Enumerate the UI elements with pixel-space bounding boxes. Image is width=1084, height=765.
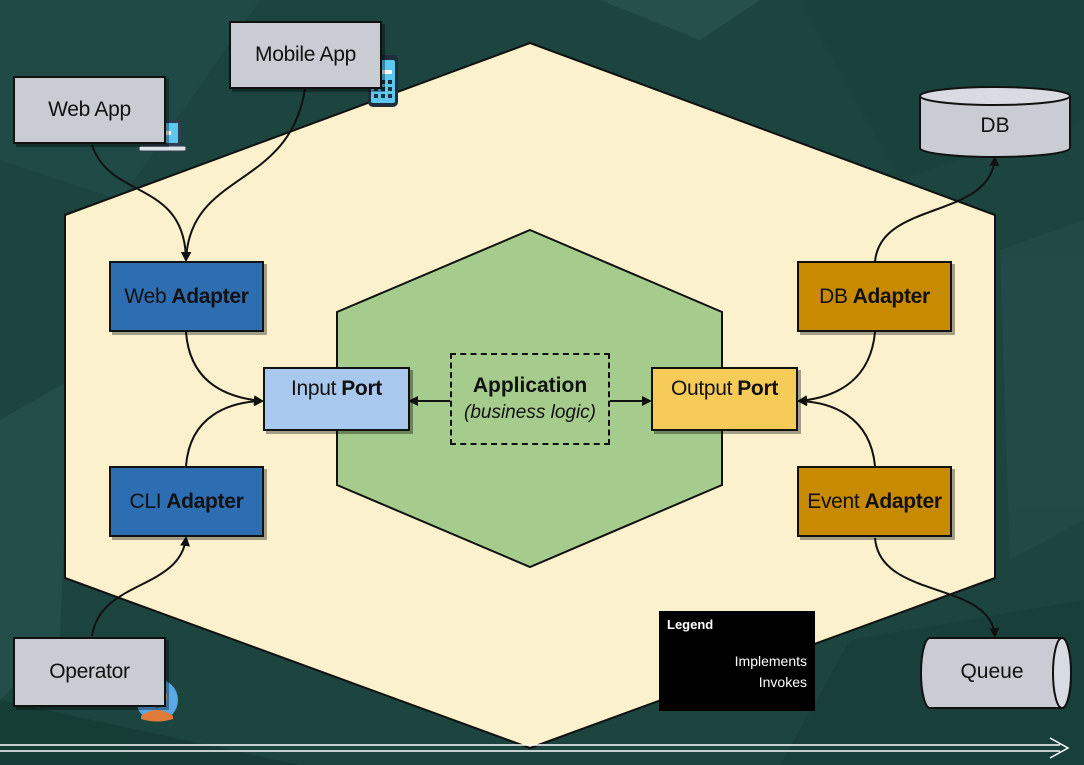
web-app-box[interactable]: Web App bbox=[13, 76, 166, 144]
application-subtitle: (business logic) bbox=[464, 402, 596, 423]
operator-box[interactable]: Operator bbox=[13, 637, 166, 707]
arrow-dbadapter-to-db bbox=[874, 156, 1000, 263]
web-adapter-suffix: Adapter bbox=[171, 284, 249, 308]
web-adapter-prefix: Web bbox=[124, 284, 167, 308]
application-box[interactable]: Application (business logic) bbox=[450, 353, 610, 445]
arrow-eventadapter-to-outputport bbox=[797, 396, 876, 467]
legend-title: Legend bbox=[667, 617, 714, 632]
event-adapter-suffix: Adapter bbox=[864, 489, 942, 513]
application-title: Application bbox=[472, 374, 588, 397]
arrow-cliadapter-to-inputport bbox=[185, 396, 264, 467]
web-app-label: Web App bbox=[48, 98, 131, 121]
legend-implements: Implements bbox=[734, 653, 807, 669]
cli-adapter-prefix: CLI bbox=[129, 489, 162, 513]
db-adapter-prefix: DB bbox=[819, 284, 848, 308]
mobile-app-box[interactable]: Mobile App bbox=[229, 21, 382, 89]
arrow-mobileapp-to-webadapter bbox=[181, 87, 306, 262]
arrow-operator-to-cliadapter bbox=[91, 536, 191, 637]
input-port-suffix: Port bbox=[341, 377, 383, 400]
input-port-prefix: Input bbox=[290, 377, 337, 400]
db-cylinder bbox=[919, 86, 1071, 158]
connectors bbox=[91, 87, 1000, 638]
arrow-dbadapter-to-outputport bbox=[797, 331, 876, 406]
queue-label: Queue bbox=[960, 660, 1024, 683]
cli-adapter-suffix: Adapter bbox=[166, 489, 244, 513]
db-label: DB bbox=[980, 114, 1010, 137]
arrow-eventadapter-to-queue bbox=[874, 537, 1000, 638]
queue-cylinder bbox=[920, 637, 1072, 709]
arrow-webadapter-to-inputport bbox=[185, 331, 264, 406]
inner-hexagon bbox=[336, 228, 723, 569]
legend: Legend Implements Invokes bbox=[659, 611, 815, 711]
db-adapter-suffix: Adapter bbox=[852, 284, 931, 308]
event-adapter-prefix: Event bbox=[807, 489, 860, 513]
timeline-arrow bbox=[0, 737, 1070, 759]
output-port-suffix: Port bbox=[737, 377, 779, 400]
output-port-prefix: Output bbox=[670, 377, 733, 400]
legend-invokes: Invokes bbox=[758, 674, 807, 690]
mobile-app-label: Mobile App bbox=[255, 43, 356, 66]
operator-label: Operator bbox=[49, 660, 130, 683]
arrow-webapp-to-webadapter bbox=[91, 144, 191, 262]
